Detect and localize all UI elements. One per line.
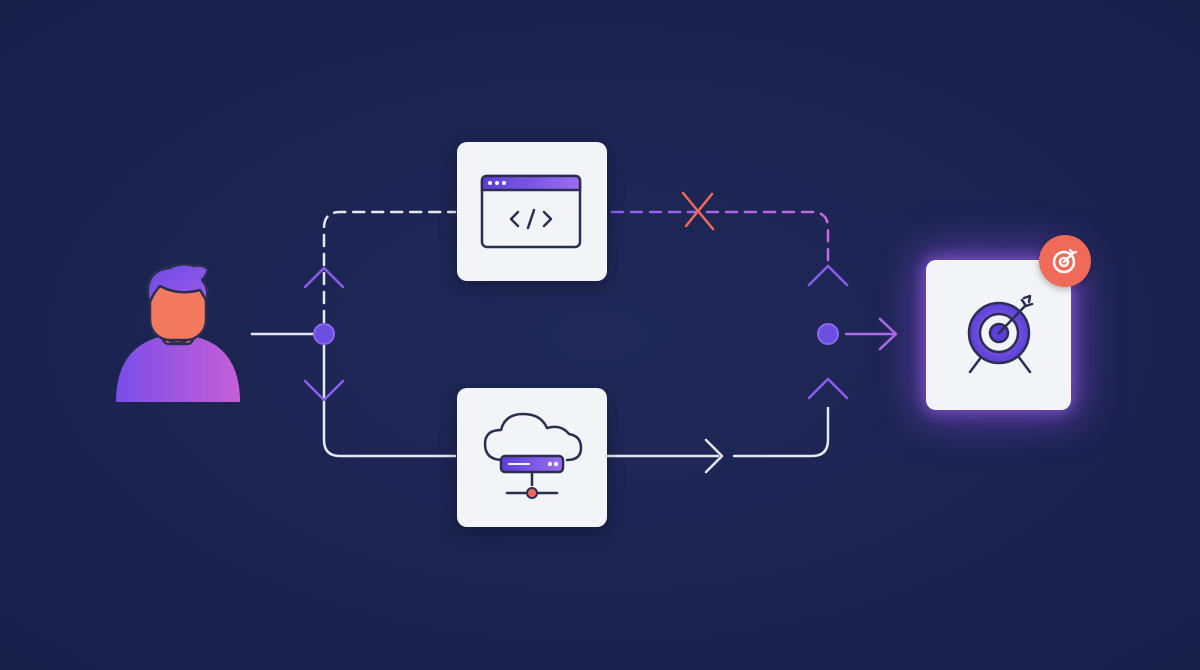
target-badge-icon — [1052, 248, 1078, 274]
left-junction-node — [313, 323, 335, 345]
user-avatar-icon — [116, 263, 240, 402]
cloud-server-icon — [483, 412, 583, 499]
code-browser-icon — [480, 174, 582, 249]
cloud-server-card — [457, 388, 607, 527]
x-mark-icon — [681, 191, 715, 231]
left-upper-path — [322, 210, 457, 324]
target-card — [926, 260, 1071, 410]
target-badge — [1039, 235, 1091, 287]
right-up-arrow-bottom — [807, 377, 849, 400]
bottom-arrowhead — [704, 438, 724, 474]
top-dashed-path — [610, 210, 830, 262]
left-lower-path — [322, 344, 457, 458]
target-arrowhead — [878, 317, 898, 351]
code-window-card — [457, 142, 607, 281]
left-up-arrow — [303, 266, 345, 289]
left-down-arrow — [303, 379, 345, 402]
right-up-arrow-top — [807, 264, 849, 287]
bottom-path-b — [732, 406, 830, 458]
right-junction-node — [817, 323, 839, 345]
target-arrow-icon — [967, 294, 1034, 374]
